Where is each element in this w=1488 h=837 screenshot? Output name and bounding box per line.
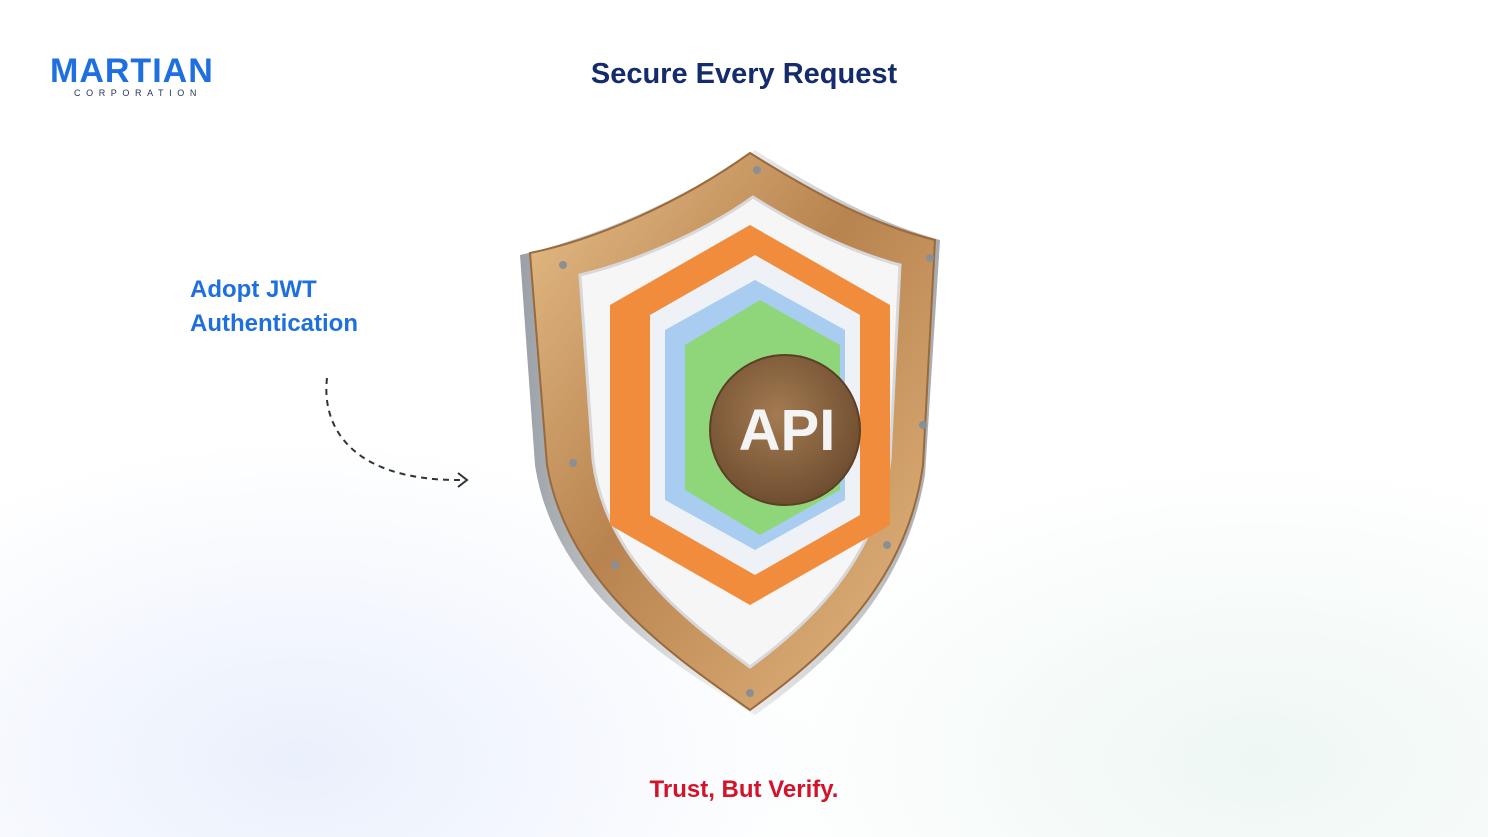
tagline: Trust, But Verify. xyxy=(649,776,839,803)
callout-line-2: Authentication xyxy=(190,310,358,337)
martian-logo: MARTIAN CORPORATION xyxy=(50,52,240,100)
api-shield-illustration: API xyxy=(520,150,940,715)
api-badge-text: API xyxy=(739,398,836,463)
logo-subtitle: CORPORATION xyxy=(74,88,202,98)
logo-wordmark: MARTIAN xyxy=(50,52,214,90)
callout-line-1: Adopt JWT xyxy=(190,276,317,303)
shield-rivets xyxy=(559,166,934,697)
page-title: Secure Every Request xyxy=(590,58,898,90)
dashed-arrow-icon xyxy=(325,377,469,488)
api-badge xyxy=(709,354,861,506)
jwt-callout: Adopt JWT Authentication xyxy=(190,273,410,341)
